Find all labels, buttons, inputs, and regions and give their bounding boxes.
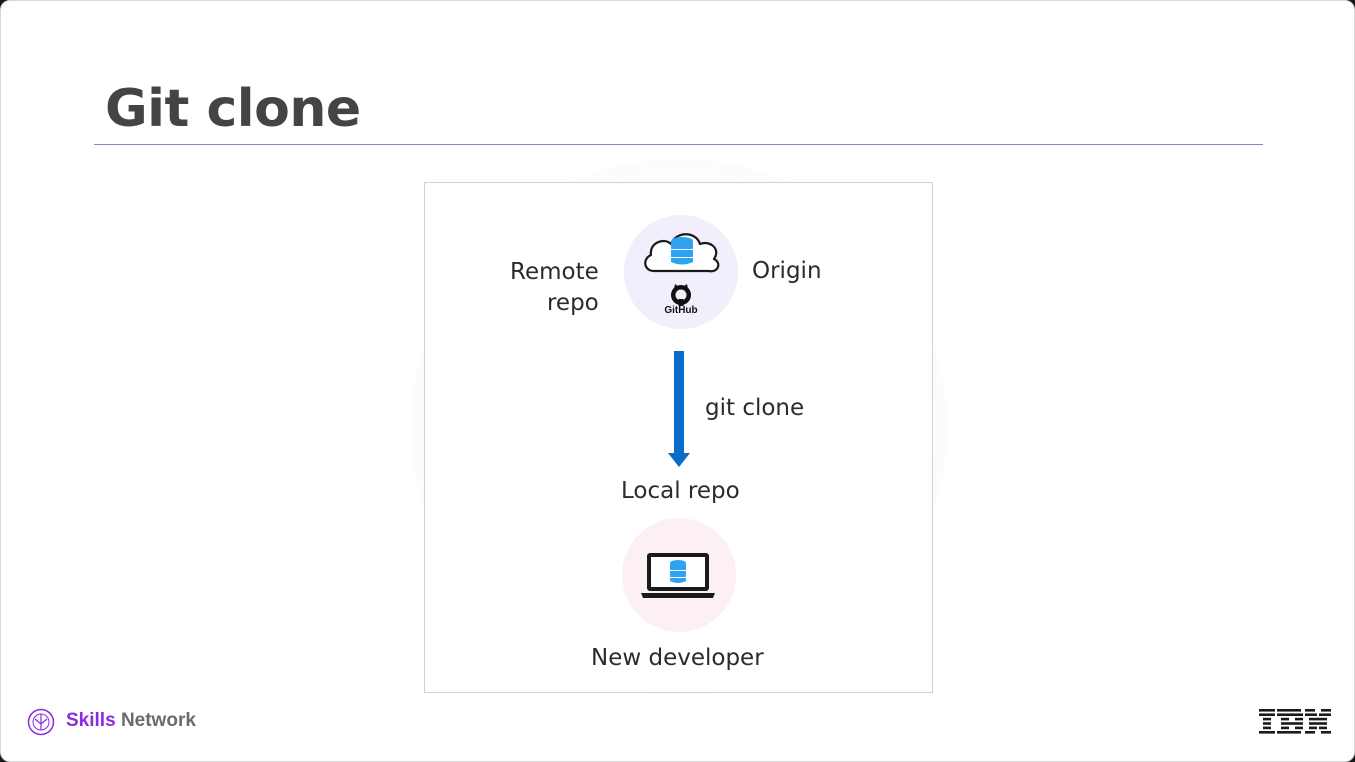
remote-repo-node: GitHub — [624, 215, 738, 329]
git-clone-label: git clone — [705, 395, 805, 421]
github-label: GitHub — [664, 305, 698, 316]
page-title: Git clone — [105, 79, 361, 139]
cloud-database-icon — [644, 233, 720, 306]
remote-label-line1: Remote — [510, 259, 599, 285]
git-clone-diagram: Remote repo GitHub — [424, 182, 933, 693]
down-arrow-icon — [668, 351, 690, 467]
github-icon — [671, 284, 691, 306]
local-repo-node — [622, 518, 736, 632]
remote-label-line2: repo — [546, 290, 599, 316]
title-divider — [94, 144, 1263, 145]
laptop-database-icon — [641, 553, 715, 598]
skills-network-logo-icon — [27, 708, 55, 736]
origin-label: Origin — [752, 258, 822, 284]
skills-network-brand: Skills Network — [66, 710, 196, 732]
brand-skills: Skills — [66, 710, 116, 731]
ibm-logo-icon — [1259, 709, 1331, 734]
new-developer-label: New developer — [591, 645, 764, 671]
remote-repo-label: Remote repo — [510, 257, 599, 319]
local-repo-label: Local repo — [621, 478, 740, 504]
brand-network: Network — [120, 710, 196, 731]
